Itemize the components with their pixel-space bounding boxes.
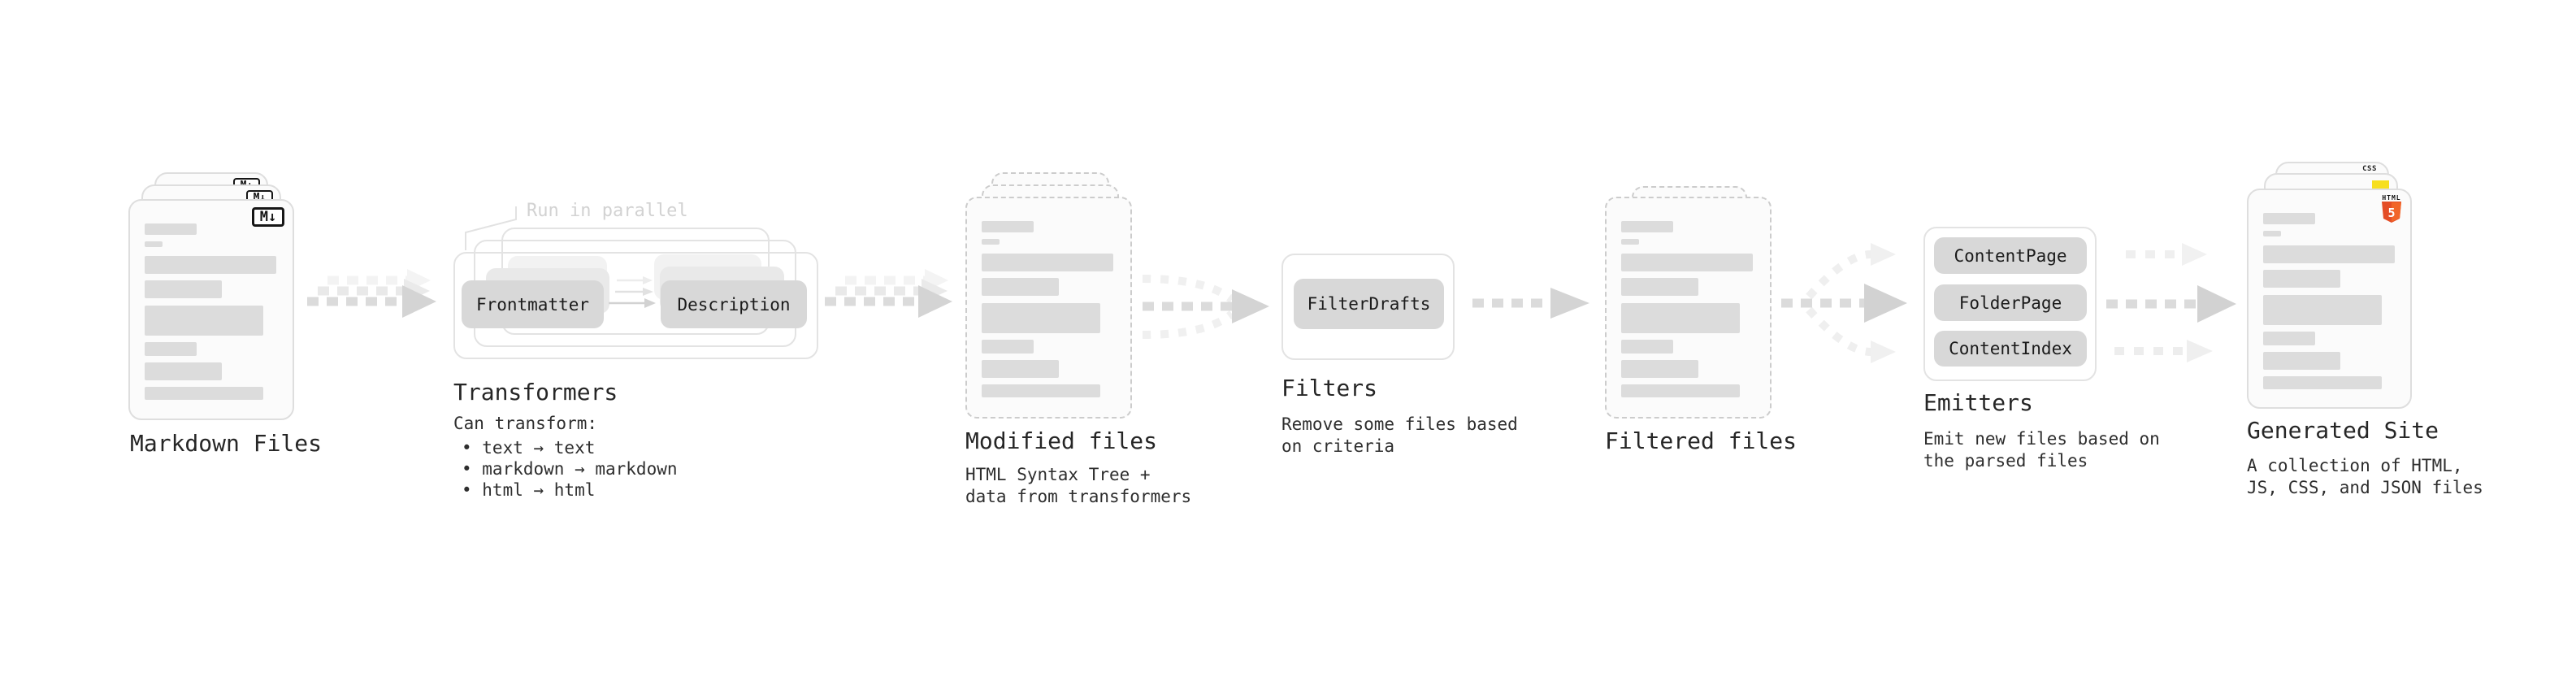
emitter-box-contentindex: ContentIndex: [1934, 331, 2087, 367]
text-line-placeholder: [2263, 332, 2315, 345]
text-line-placeholder: [982, 254, 1113, 271]
markdown-badge-label: M↓: [259, 209, 277, 225]
text-line-placeholder: [145, 256, 276, 274]
flow-arrow-modified-to-filters-merge: [1142, 275, 1269, 339]
text-line-placeholder: [2263, 231, 2281, 236]
stage-title-emitters: Emitters: [1923, 389, 2033, 416]
desc-line: Emit new files based on: [1923, 429, 2160, 449]
text-line-placeholder: [982, 221, 1034, 232]
text-line-placeholder: [1621, 340, 1673, 354]
desc-line: JS, CSS, and JSON files: [2247, 478, 2483, 497]
filters-frame: [1281, 254, 1455, 360]
text-line-placeholder: [2263, 270, 2340, 288]
stage-title-transformers: Transformers: [453, 379, 618, 406]
generated-file-card-html: HTML 5: [2247, 189, 2412, 409]
text-line-placeholder: [1621, 221, 1673, 232]
text-line-placeholder: [1621, 278, 1698, 296]
filter-box-filterdrafts: FilterDrafts: [1294, 279, 1444, 329]
text-line-placeholder: [145, 241, 163, 247]
run-in-parallel-annotation: Run in parallel: [527, 201, 688, 221]
transformers-desc-heading: Can transform:: [453, 414, 598, 433]
text-line-placeholder: [982, 360, 1059, 378]
text-line-placeholder: [1621, 303, 1740, 333]
stage-title-filters: Filters: [1281, 375, 1378, 401]
stage-title-filtered-files: Filtered files: [1605, 427, 1798, 454]
text-line-placeholder: [145, 387, 263, 400]
desc-line: data from transformers: [965, 487, 1192, 506]
desc-line: the parsed files: [1923, 451, 2088, 471]
html5-icon: HTML 5: [2381, 194, 2402, 223]
filtered-file-card-front: [1605, 197, 1772, 419]
text-line-placeholder: [145, 306, 263, 336]
text-line-placeholder: [1621, 239, 1639, 245]
text-line-placeholder: [982, 278, 1059, 296]
transformer-box-description: Description: [661, 280, 807, 328]
emitters-desc: Emit new files based on the parsed files: [1923, 428, 2160, 472]
text-line-placeholder: [1621, 360, 1698, 378]
text-line-placeholder: [982, 384, 1100, 397]
text-line-placeholder: [982, 303, 1100, 333]
emitters-frame: [1923, 227, 2097, 381]
text-line-placeholder: [2263, 352, 2340, 370]
text-line-placeholder: [1621, 254, 1753, 271]
annotation-callout-line: [465, 206, 517, 250]
flow-arrow-markdown-to-transformers: [307, 269, 436, 318]
transformers-bullet: • markdown → markdown: [462, 459, 678, 479]
transformer-box-frontmatter: Frontmatter: [462, 280, 604, 328]
markdown-icon: M↓: [252, 207, 284, 227]
filters-desc: Remove some files based on criteria: [1281, 414, 1518, 458]
text-line-placeholder: [2263, 245, 2395, 263]
text-line-placeholder: [2263, 295, 2382, 325]
html5-word: HTML: [2382, 194, 2401, 202]
desc-line: A collection of HTML,: [2247, 456, 2463, 475]
flow-arrow-filtered-to-emitters-split: [1781, 243, 1907, 363]
stage-title-markdown-files: Markdown Files: [130, 430, 323, 457]
html5-shield: 5: [2382, 202, 2401, 223]
flow-arrows-emitters-to-generated: [2106, 243, 2236, 362]
svg-text:5: 5: [2387, 206, 2395, 220]
text-line-placeholder: [145, 280, 222, 298]
text-line-placeholder: [982, 340, 1034, 354]
text-line-placeholder: [2263, 376, 2382, 389]
flow-arrow-filters-to-filtered: [1472, 288, 1589, 319]
desc-line: on criteria: [1281, 436, 1395, 456]
text-line-placeholder: [1621, 384, 1740, 397]
parallel-step-arrows: [609, 276, 656, 308]
text-line-placeholder: [145, 362, 222, 380]
stage-title-modified-files: Modified files: [965, 427, 1158, 454]
emitter-box-contentpage: ContentPage: [1934, 237, 2087, 274]
desc-line: Remove some files based: [1281, 414, 1518, 434]
transformers-bullet: • text → text: [462, 438, 596, 458]
css-label: CSS: [2362, 165, 2377, 173]
transformer-frame-front: [453, 252, 818, 359]
markdown-file-card-front: M↓: [128, 199, 294, 420]
modified-files-desc: HTML Syntax Tree + data from transformer…: [965, 464, 1191, 508]
js-icon: [2372, 180, 2389, 189]
transformers-bullet: • html → html: [462, 480, 596, 500]
flow-arrow-transformers-to-modified: [825, 269, 952, 318]
desc-line: HTML Syntax Tree +: [965, 465, 1151, 484]
modified-file-card-front: [965, 197, 1132, 419]
text-line-placeholder: [145, 342, 197, 356]
stage-title-generated-site: Generated Site: [2247, 417, 2439, 444]
emitter-box-folderpage: FolderPage: [1934, 284, 2087, 321]
generated-site-desc: A collection of HTML, JS, CSS, and JSON …: [2247, 455, 2483, 499]
text-line-placeholder: [145, 223, 197, 235]
text-line-placeholder: [982, 239, 1000, 245]
text-line-placeholder: [2263, 213, 2315, 224]
